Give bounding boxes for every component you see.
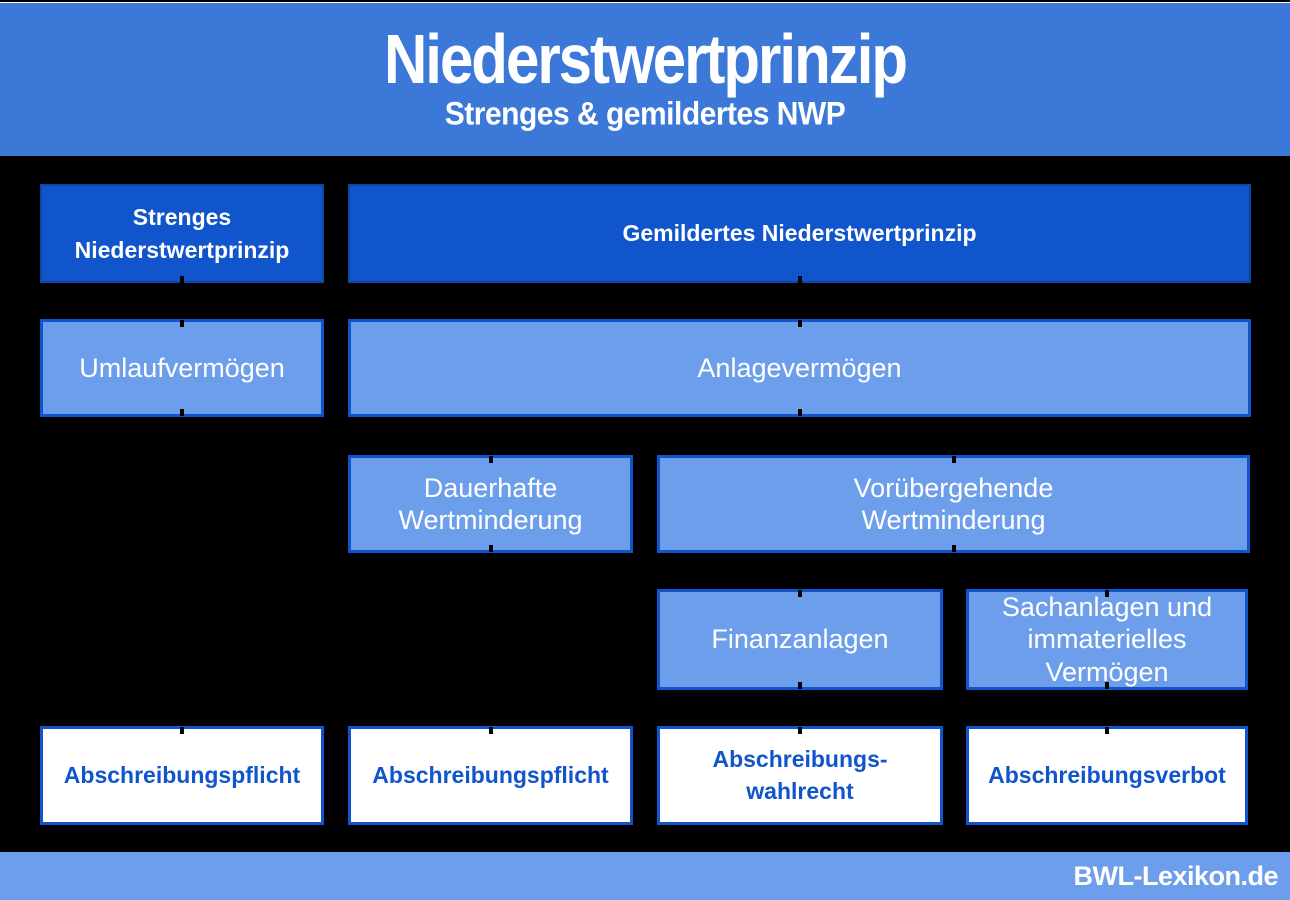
- box-gemildertes-niederstwertprinzip: Gemildertes Niederstwertprinzip: [348, 184, 1251, 283]
- box-umlaufvermoegen: Umlaufvermögen: [40, 319, 324, 417]
- box-finanzanlagen: Finanzanlagen: [657, 589, 943, 690]
- box-strenges-niederstwertprinzip: Strenges Niederstwertprinzip: [40, 184, 324, 283]
- box-abschreibungspflicht-dauerhaft: Abschreibungspflicht: [348, 726, 633, 825]
- top-divider-line: [0, 2, 1290, 3]
- footer-bar: BWL-Lexikon.de: [0, 852, 1290, 900]
- brand-watermark: BWL-Lexikon.de: [1073, 860, 1278, 891]
- page-title: Niederstwertprinzip: [383, 20, 908, 98]
- header-banner: Niederstwertprinzip Strenges & gemildert…: [0, 3, 1290, 156]
- box-sachanlagen-immaterielles-vermoegen: Sachanlagen und immaterielles Vermögen: [966, 589, 1248, 690]
- box-voruebergehende-wertminderung: Vorübergehende Wertminderung: [657, 455, 1250, 553]
- page-subtitle: Strenges & gemildertes NWP: [444, 96, 846, 132]
- box-dauerhafte-wertminderung: Dauerhafte Wertminderung: [348, 455, 633, 553]
- box-abschreibungsverbot: Abschreibungsverbot: [966, 726, 1248, 825]
- box-abschreibungswahlrecht: Abschreibungs- wahlrecht: [657, 726, 943, 825]
- box-anlagevermoegen: Anlagevermögen: [348, 319, 1251, 417]
- box-abschreibungspflicht-strenges: Abschreibungspflicht: [40, 726, 324, 825]
